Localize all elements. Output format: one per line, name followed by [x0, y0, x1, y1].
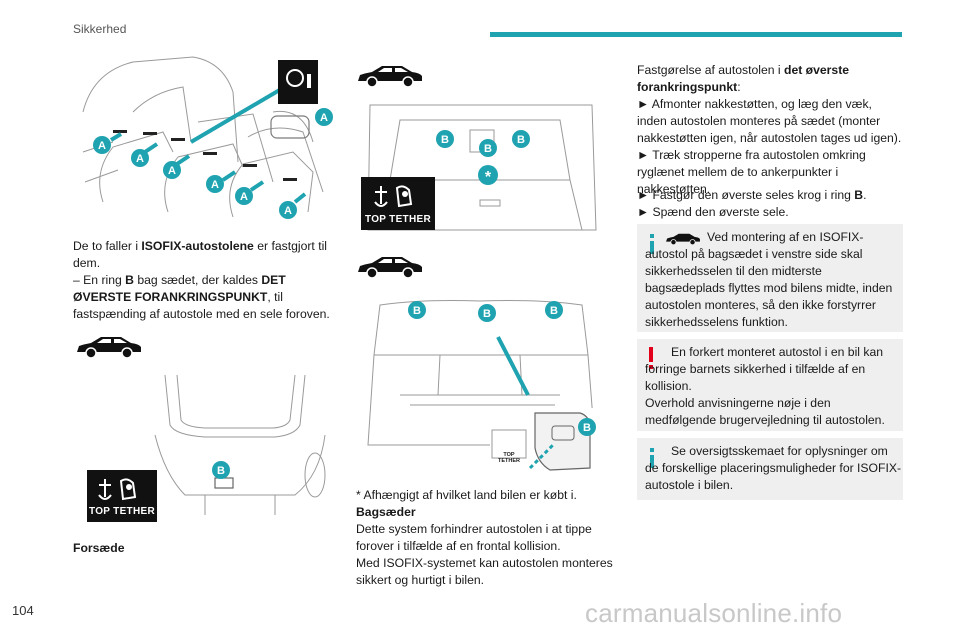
svg-text:B: B: [484, 143, 492, 155]
svg-text:A: A: [168, 165, 176, 177]
marker-b: B: [512, 130, 530, 148]
step-2: ► Træk stropperne fra autostolen omkring…: [637, 148, 866, 196]
info-note-overview: Se oversigtsskemaet for oplysninger om d…: [637, 438, 903, 500]
marker-a: A: [235, 187, 253, 205]
info-note-seatbelt: Ved montering af en ISOFIX-autostol på b…: [637, 224, 903, 332]
step-1: ► Afmonter nakkestøtten, og læg den væk,…: [637, 97, 902, 145]
svg-text:A: A: [211, 179, 219, 191]
marker-b: B: [436, 130, 454, 148]
marker-star: *: [478, 165, 498, 185]
rear-seats-paragraph-1: Dette system forhindrer autostolen i at …: [356, 522, 592, 553]
isofix-ring-bullet: – En ring B bag sædet, der kaldes DET ØV…: [73, 273, 330, 321]
info-icon: [650, 234, 654, 254]
marker-a: A: [131, 149, 149, 167]
top-anchor-intro: Fastgørelse af autostolen i det øverste …: [637, 63, 850, 94]
section-title: Sikkerhed: [73, 22, 127, 36]
anchor-seat-icon: [374, 185, 413, 208]
svg-text:A: A: [136, 153, 144, 165]
anchor-seat-icon: [98, 478, 137, 501]
top-tether-inset-illustration: TOP TETHER: [490, 408, 603, 478]
isofix-intro-paragraph: De to faller i ISOFIX-autostolene er fas…: [73, 239, 327, 270]
svg-text:A: A: [320, 112, 328, 124]
marker-b: B: [212, 461, 230, 479]
svg-text:B: B: [517, 134, 525, 146]
svg-text:A: A: [284, 205, 292, 217]
car-silhouette-icon: [356, 255, 424, 279]
car-silhouette-icon: [356, 64, 424, 88]
svg-text:*: *: [485, 169, 492, 185]
top-tether-badge: TOP TETHER: [87, 470, 157, 522]
footnote: * Afhængigt af hvilket land bilen er køb…: [356, 488, 577, 502]
marker-b: B: [478, 304, 496, 322]
warning-icon: [649, 347, 653, 369]
top-tether-badge: TOP TETHER: [361, 177, 435, 230]
step-4: ► Spænd den øverste sele.: [637, 205, 789, 219]
svg-text:A: A: [98, 140, 106, 152]
svg-text:B: B: [583, 422, 591, 434]
subheading-rear-seats: Bagsæder: [356, 505, 416, 519]
page-number: 104: [12, 603, 34, 618]
front-top-tether-illustration: [145, 375, 335, 515]
marker-a: A: [279, 201, 297, 219]
info-icon: [650, 448, 654, 468]
rear-seat-top-tether-illustration: [360, 295, 603, 475]
svg-text:B: B: [217, 465, 225, 477]
car-silhouette-icon: [666, 233, 700, 246]
caption-front-seat: Forsæde: [73, 541, 125, 555]
rear-seat-isofix-illustration: [73, 52, 335, 222]
svg-text:B: B: [441, 134, 449, 146]
marker-b: B: [479, 139, 497, 157]
warning-note: En forkert monteret autostol i en bil ka…: [637, 339, 903, 431]
marker-a: A: [315, 108, 333, 126]
svg-text:B: B: [413, 305, 421, 317]
marker-b: B: [545, 301, 563, 319]
step-3: ► Fastgør den øverste seles krog i ring …: [637, 188, 867, 202]
marker-a: A: [93, 136, 111, 154]
marker-b: B: [408, 301, 426, 319]
svg-text:A: A: [240, 191, 248, 203]
car-silhouette-icon: [75, 335, 143, 359]
marker-b: B: [578, 418, 596, 436]
watermark: carmanualsonline.info: [585, 598, 843, 628]
svg-text:B: B: [483, 308, 491, 320]
marker-a: A: [206, 175, 224, 193]
svg-text:B: B: [550, 305, 558, 317]
rear-seats-paragraph-2: Med ISOFIX-systemet kan autostolen monte…: [356, 556, 613, 587]
marker-a: A: [163, 161, 181, 179]
header-accent-bar: [490, 32, 902, 37]
